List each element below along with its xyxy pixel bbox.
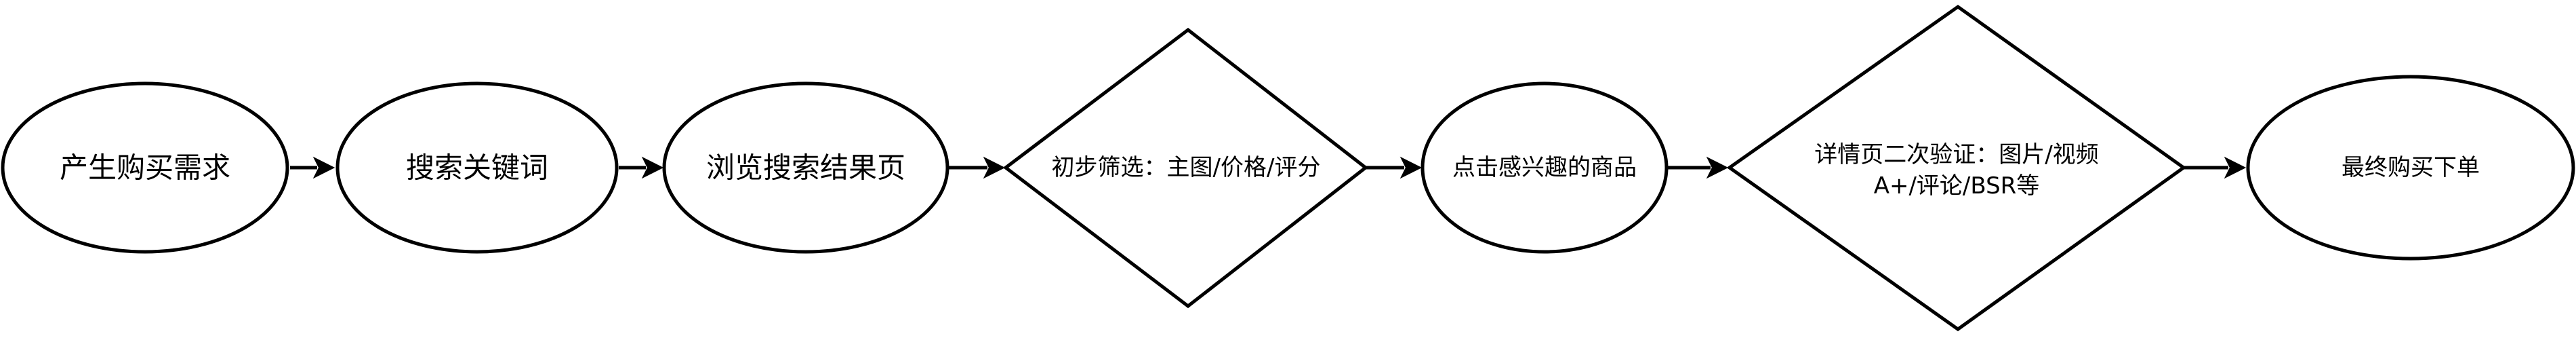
node-label-line1: 详情页二次验证：图片/视频	[1814, 141, 2098, 168]
edge-n1-n2	[290, 156, 335, 179]
arrowhead-icon	[2224, 156, 2247, 179]
node-label-line2: A+/评论/BSR等	[1874, 172, 2040, 200]
node-n5[interactable]: 点击感兴趣的商品	[1420, 81, 1669, 254]
arrowhead-icon	[312, 156, 335, 179]
node-label: 初步筛选：主图/价格/评分	[1052, 154, 1321, 181]
node-ellipse	[335, 81, 619, 254]
node-n6[interactable]: 详情页二次验证：图片/视频 A+/评论/BSR等	[1726, 4, 2187, 332]
node-label: 最终购买下单	[2342, 154, 2480, 181]
node-label: 浏览搜索结果页	[706, 151, 905, 185]
node-n3[interactable]: 浏览搜索结果页	[662, 81, 949, 254]
node-ellipse	[2246, 75, 2575, 261]
node-ellipse	[1, 81, 289, 254]
node-label: 搜索关键词	[406, 151, 548, 185]
node-label: 产生购买需求	[60, 151, 230, 185]
edge-n5-n6	[1667, 156, 1729, 179]
arrowhead-icon	[1399, 156, 1423, 179]
node-n2[interactable]: 搜索关键词	[335, 81, 619, 254]
node-n4[interactable]: 初步筛选：主图/价格/评分	[1002, 27, 1369, 309]
node-diamond	[1002, 27, 1369, 309]
node-n7[interactable]: 最终购买下单	[2246, 75, 2575, 261]
node-ellipse	[1420, 81, 1669, 254]
arrowhead-icon	[1706, 156, 1729, 179]
arrowhead-icon	[983, 156, 1006, 179]
edges	[290, 156, 2247, 179]
edge-n4-n5	[1366, 156, 1423, 179]
node-n1[interactable]: 产生购买需求	[1, 81, 289, 254]
node-ellipse	[662, 81, 949, 254]
edge-n6-n7	[2184, 156, 2247, 179]
arrowhead-icon	[641, 156, 664, 179]
node-label: 点击感兴趣的商品	[1452, 154, 1637, 181]
edge-n2-n3	[619, 156, 664, 179]
edge-n3-n4	[949, 156, 1006, 179]
node-diamond	[1726, 4, 2187, 332]
